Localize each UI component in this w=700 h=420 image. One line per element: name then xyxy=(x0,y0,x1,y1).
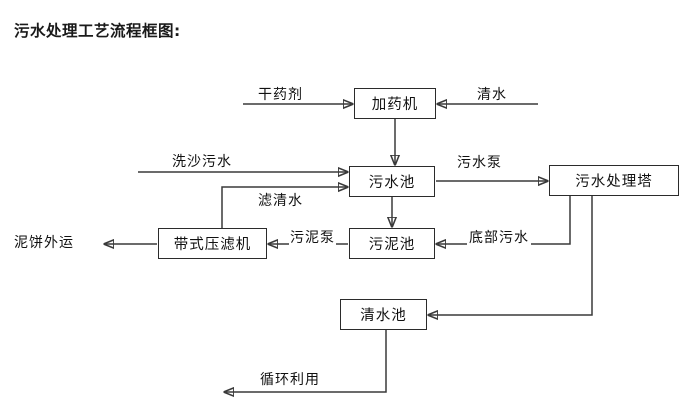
page-title: 污水处理工艺流程框图: xyxy=(14,22,181,40)
edge-label-sludge-pump: 污泥泵 xyxy=(289,227,336,247)
node-label: 清水池 xyxy=(360,308,407,324)
node-sewage-pool[interactable]: 污水池 xyxy=(349,166,435,197)
wire-clear-water-pool-recycle xyxy=(224,330,387,392)
wire-filtered-water-to-sewage-pool xyxy=(221,187,348,228)
node-clear-water-pool[interactable]: 清水池 xyxy=(340,299,427,330)
node-label: 带式压滤机 xyxy=(173,237,252,253)
edge-label-recycle-use: 循环利用 xyxy=(260,372,320,388)
node-label: 加药机 xyxy=(371,97,419,113)
edge-label-sewage-pump: 污水泵 xyxy=(457,155,502,171)
terminal-label-mud-cake-output: 泥饼外运 xyxy=(14,235,74,251)
node-label: 污水池 xyxy=(368,175,416,191)
node-dosing-machine[interactable]: 加药机 xyxy=(354,88,436,119)
node-label: 污泥池 xyxy=(368,237,416,253)
node-belt-press[interactable]: 带式压滤机 xyxy=(158,228,267,259)
wire-tower-to-clear-water-pool xyxy=(428,196,593,315)
edge-label-filtered-water: 滤清水 xyxy=(258,193,303,209)
node-treatment-tower[interactable]: 污水处理塔 xyxy=(549,165,679,196)
edge-label-dry-reagent: 干药剂 xyxy=(258,87,303,103)
node-label: 污水处理塔 xyxy=(575,174,653,190)
edge-label-sand-wash-sewage: 洗沙污水 xyxy=(172,154,232,170)
node-sludge-pool[interactable]: 污泥池 xyxy=(349,228,435,259)
edge-label-clean-water: 清水 xyxy=(477,87,507,103)
edge-label-bottom-sewage: 底部污水 xyxy=(467,227,531,247)
